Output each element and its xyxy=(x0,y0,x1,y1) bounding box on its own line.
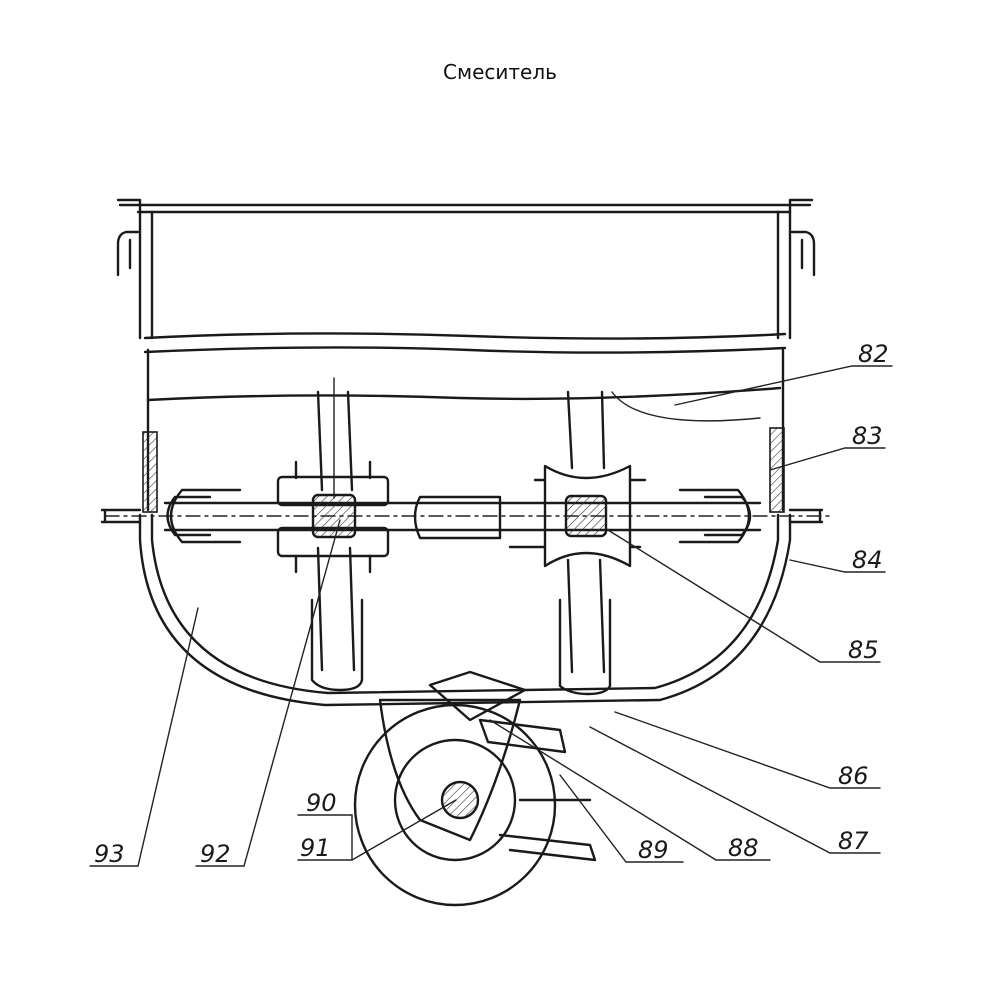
trough-body xyxy=(100,348,824,707)
callout-labels: 82 83 84 85 86 87 88 89 90 91 92 93 xyxy=(94,340,889,868)
paddle-assembly-right xyxy=(508,390,647,696)
callout-88: 88 xyxy=(728,834,759,862)
leader-lines xyxy=(89,365,893,867)
callout-84: 84 xyxy=(852,546,883,574)
paddle-assembly-left xyxy=(276,377,390,692)
tank-upper-body xyxy=(116,198,816,354)
callout-92: 92 xyxy=(200,840,231,868)
callout-93: 93 xyxy=(94,840,125,868)
mixer-shaft xyxy=(104,488,831,544)
drive-mechanism xyxy=(353,670,597,907)
callout-83: 83 xyxy=(852,422,883,450)
callout-87: 87 xyxy=(838,827,869,855)
callout-82: 82 xyxy=(858,340,889,368)
callout-90: 90 xyxy=(306,789,337,817)
callout-85: 85 xyxy=(848,636,879,664)
callout-91: 91 xyxy=(300,834,331,862)
callout-86: 86 xyxy=(838,762,869,790)
callout-89: 89 xyxy=(638,836,669,864)
diagram-title: Смеситель xyxy=(443,60,557,84)
